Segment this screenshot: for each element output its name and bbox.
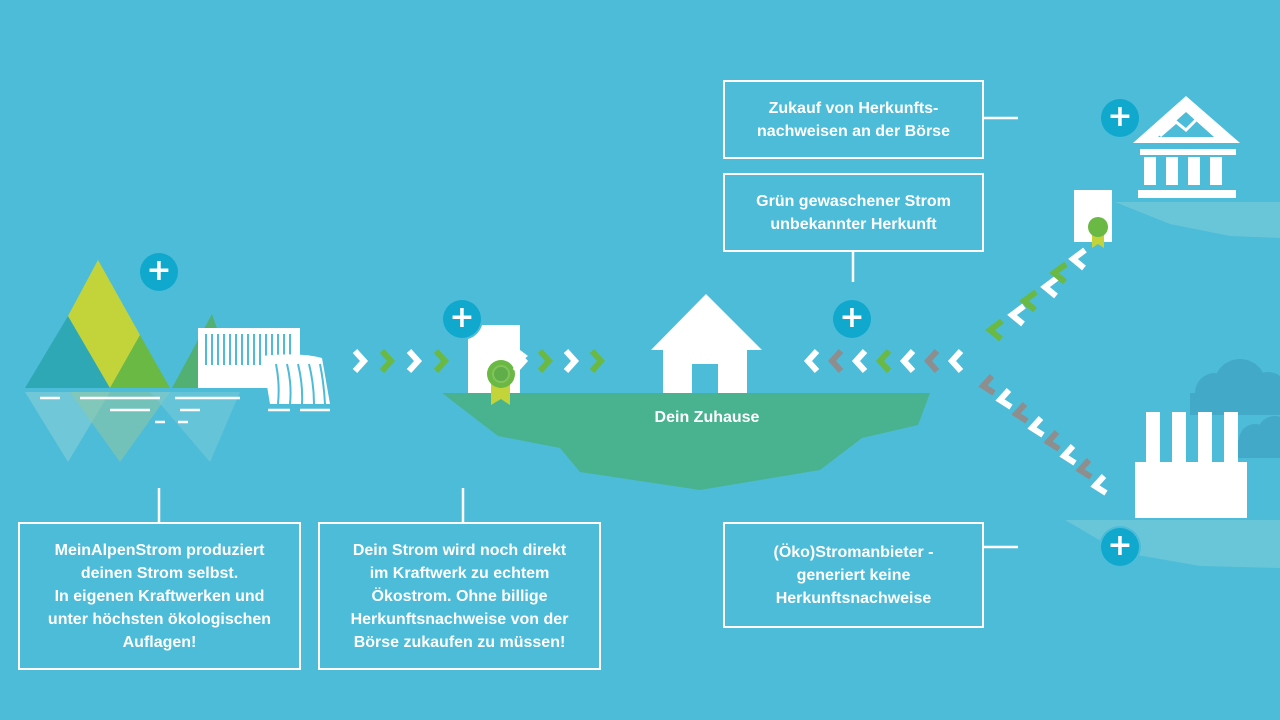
cloud-icon — [1190, 359, 1280, 458]
exchange-platform — [1115, 202, 1280, 238]
info-line: Dein Strom wird noch direkt — [352, 541, 567, 559]
plus-button-exchange[interactable]: + — [1101, 99, 1139, 137]
chevron-row-left — [352, 348, 606, 374]
info-line: Ökostrom. Ohne billige — [371, 587, 548, 605]
home-island — [442, 393, 930, 490]
info-line: unter höchsten ökologischen — [47, 610, 272, 628]
info-line: In eigenen Kraftwerken und — [54, 587, 265, 605]
info-line: Herkunftsnachweise von der — [350, 610, 569, 628]
info-line: nachweisen an der Börse — [757, 122, 950, 140]
info-line: MeinAlpenStrom produziert — [54, 541, 265, 559]
chevron-row-right — [803, 348, 964, 374]
info-box-eco-supplier: (Öko)Stromanbieter - generiert keine Her… — [723, 522, 984, 628]
info-box-direct-green-power: Dein Strom wird noch direkt im Kraftwerk… — [318, 522, 601, 670]
info-line: deinen Strom selbst. — [80, 564, 239, 582]
connector-lines — [157, 116, 1018, 549]
info-box-mein-alpen-strom: MeinAlpenStrom produziert deinen Strom s… — [18, 522, 301, 670]
dam-icon — [40, 328, 330, 424]
chevron-diagonal-supplier — [978, 373, 1108, 496]
certificate-small-icon — [1074, 190, 1112, 248]
info-line: Zukauf von Herkunfts- — [768, 99, 939, 117]
factory-platform — [1065, 520, 1280, 568]
house-icon — [651, 294, 762, 393]
info-line: generiert keine — [796, 566, 911, 584]
info-line: Herkunftsnachweise — [775, 589, 932, 607]
info-box-green-washed: Grün gewaschener Strom unbekannter Herku… — [723, 173, 984, 252]
factory-icon — [1135, 412, 1247, 518]
info-line: Börse zukaufen zu müssen! — [353, 633, 566, 651]
info-line: im Kraftwerk zu echtem — [369, 564, 550, 582]
plus-button-supplier[interactable]: + — [1101, 528, 1139, 566]
certificate-icon — [468, 325, 528, 405]
info-line: (Öko)Stromanbieter - — [773, 543, 934, 561]
info-line: Grün gewaschener Strom — [756, 192, 951, 210]
info-line: Auflagen! — [122, 633, 197, 651]
home-label: Dein Zuhause — [654, 409, 760, 426]
mountain-icon — [25, 260, 240, 462]
info-box-exchange-purchase: Zukauf von Herkunfts- nachweisen an der … — [723, 80, 984, 159]
plus-button-green-washed[interactable]: + — [833, 300, 871, 338]
stock-exchange-icon — [1133, 96, 1240, 198]
info-line: unbekannter Herkunft — [770, 215, 937, 233]
plus-button-certificate[interactable]: + — [443, 300, 481, 338]
plus-button-hydro[interactable]: + — [140, 253, 178, 291]
chevron-diagonal-exchange — [985, 247, 1087, 342]
